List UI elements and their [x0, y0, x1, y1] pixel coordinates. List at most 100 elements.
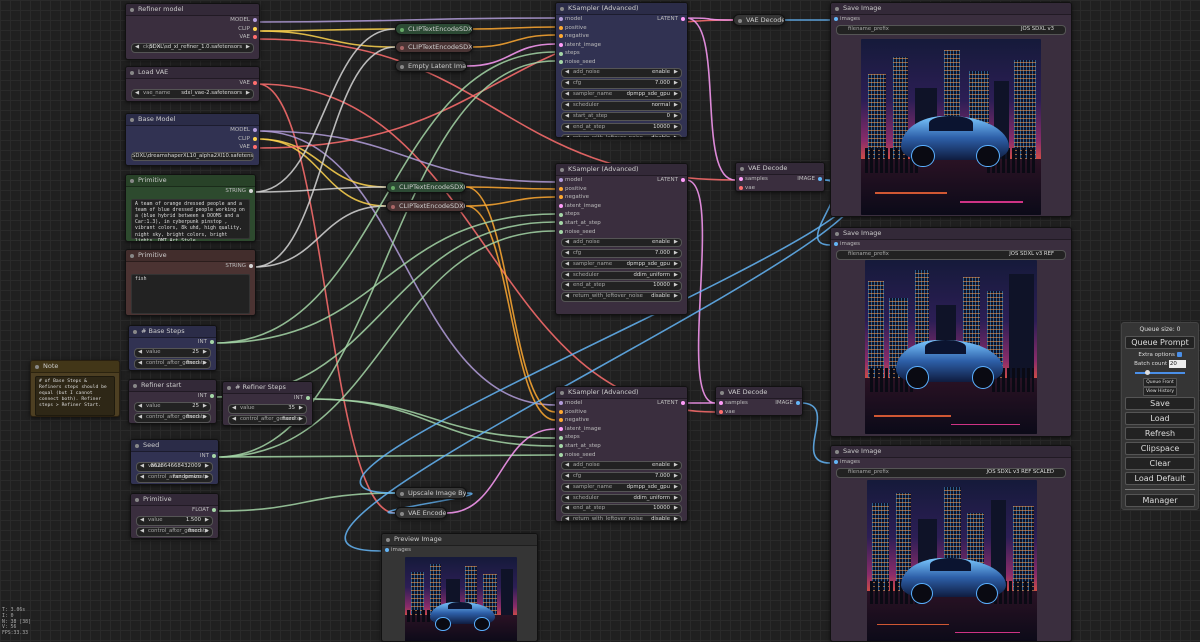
node-header[interactable]: KSampler (Advanced)	[556, 3, 687, 15]
input-negative[interactable]: negative	[556, 416, 687, 425]
connection-wire[interactable]	[257, 138, 387, 207]
vae-decode-node-1[interactable]: VAE Decode	[733, 14, 785, 26]
base-model-node[interactable]: Base Model MODEL CLIP VAE SDXL\dreamshap…	[125, 113, 260, 166]
arrow-left-icon[interactable]: ◀	[232, 404, 237, 411]
input-vae[interactable]: vae	[716, 408, 802, 415]
output-pin-icon[interactable]	[252, 128, 257, 133]
collapse-dot-icon[interactable]	[227, 385, 231, 390]
load-button[interactable]: Load	[1125, 412, 1195, 425]
output-vae[interactable]: VAE	[126, 79, 259, 88]
output-string[interactable]: STRING	[126, 262, 255, 271]
output-pin-icon[interactable]	[211, 508, 216, 513]
collapse-dot-icon[interactable]	[720, 390, 724, 395]
output-clip[interactable]: CLIP	[126, 25, 259, 34]
arrow-left-icon[interactable]: ◀	[135, 89, 140, 96]
arrow-left-icon[interactable]: ◀	[565, 516, 570, 522]
primitive-positive-prompt-node[interactable]: Primitive STRING A team of orange dresse…	[125, 174, 256, 242]
node-header[interactable]: CLIPTextEncodeSDXLRe	[387, 182, 465, 192]
arrow-left-icon[interactable]: ◀	[138, 413, 143, 420]
input-pin-icon[interactable]	[718, 401, 723, 406]
collapse-dot-icon[interactable]	[560, 390, 564, 395]
output-vae[interactable]: VAE	[126, 143, 259, 152]
refresh-button[interactable]: Refresh	[1125, 427, 1195, 440]
node-header[interactable]: VAE Decode	[734, 15, 784, 25]
input-pin-icon[interactable]	[558, 418, 563, 423]
arrow-left-icon[interactable]: ◀	[565, 249, 570, 256]
note-textarea[interactable]: # of Base Steps & Refiners steps should …	[35, 376, 115, 416]
connection-wire[interactable]	[465, 186, 556, 413]
input-pin-icon[interactable]	[558, 51, 563, 56]
connection-wire[interactable]	[253, 46, 396, 268]
arrow-left-icon[interactable]: ◀	[565, 461, 570, 468]
manager-button[interactable]: Manager	[1125, 494, 1195, 507]
collapse-dot-icon[interactable]	[133, 383, 137, 388]
arrow-right-icon[interactable]: ▶	[204, 527, 209, 534]
node-header[interactable]: VAE Encode	[396, 508, 446, 518]
connection-wire[interactable]	[800, 402, 831, 464]
collapse-dot-icon[interactable]	[738, 18, 742, 23]
output-pin-icon[interactable]	[817, 177, 822, 182]
arrow-left-icon[interactable]: ◀	[565, 505, 570, 512]
output-int[interactable]: INT	[129, 392, 216, 401]
connection-wire[interactable]	[257, 17, 556, 23]
collapse-dot-icon[interactable]	[835, 449, 839, 454]
input-positive[interactable]: positive	[556, 185, 687, 194]
connection-wire[interactable]	[257, 83, 396, 514]
connection-wire[interactable]	[216, 454, 556, 458]
output-pin-icon[interactable]	[248, 264, 253, 269]
arrow-left-icon[interactable]: ◀	[565, 494, 570, 501]
input-latent-image[interactable]: latent_image	[556, 41, 687, 50]
node-header[interactable]: CLIPTextEncodeSDXLRe	[387, 201, 465, 211]
arrow-left-icon[interactable]: ◀	[565, 472, 570, 479]
connection-wire[interactable]	[466, 43, 556, 67]
arrow-right-icon[interactable]: ▶	[245, 44, 250, 51]
input-pin-icon[interactable]	[558, 43, 563, 48]
output-int[interactable]: INT	[131, 452, 218, 461]
clip-text-encode-sdxl-refiner-node-1[interactable]: CLIPTextEncodeSDXLRe	[386, 181, 466, 193]
output-pin-icon[interactable]	[252, 35, 257, 40]
arrow-right-icon[interactable]: ▶	[673, 249, 678, 256]
collapse-dot-icon[interactable]	[35, 364, 39, 369]
input-pin-icon[interactable]	[558, 195, 563, 200]
node-header[interactable]: # Refiner Steps	[223, 382, 312, 394]
input-images[interactable]: images	[831, 15, 1071, 24]
output-pin-icon[interactable]	[680, 178, 685, 183]
input-negative[interactable]: negative	[556, 193, 687, 202]
batch-count-input[interactable]: 20	[1168, 360, 1186, 368]
input-noise-seed[interactable]: noise_seed	[556, 228, 687, 237]
connection-wire[interactable]	[472, 34, 556, 48]
arrow-left-icon[interactable]: ◀	[138, 348, 143, 355]
node-header[interactable]: CLIPTextEncodeSDXL	[396, 42, 472, 52]
primitive-negative-prompt-node[interactable]: Primitive STRING fish	[125, 249, 256, 316]
connection-wire[interactable]	[685, 17, 736, 181]
collapse-dot-icon[interactable]	[130, 253, 134, 258]
input-pin-icon[interactable]	[558, 17, 563, 22]
input-steps[interactable]: steps	[556, 210, 687, 219]
collapse-dot-icon[interactable]	[560, 6, 564, 11]
node-header[interactable]: KSampler (Advanced)	[556, 387, 687, 399]
connection-wire[interactable]	[214, 51, 556, 344]
collapse-dot-icon[interactable]	[391, 204, 395, 209]
input-pin-icon[interactable]	[558, 452, 563, 457]
save-button[interactable]: Save	[1125, 397, 1195, 410]
input-pin-icon[interactable]	[558, 401, 563, 406]
input-steps[interactable]: steps	[556, 433, 687, 442]
collapse-dot-icon[interactable]	[835, 231, 839, 236]
arrow-right-icon[interactable]: ▶	[673, 494, 678, 501]
clip-text-encode-sdxl-node-2[interactable]: CLIPTextEncodeSDXL	[395, 41, 473, 53]
connection-wire[interactable]	[310, 398, 556, 447]
arrow-right-icon[interactable]: ▶	[204, 462, 209, 469]
